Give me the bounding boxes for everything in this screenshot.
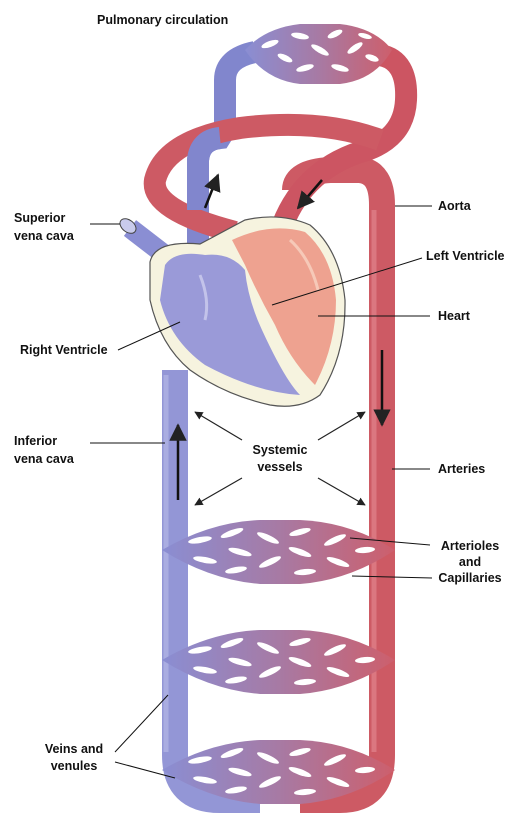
label-systemic-vessels-line2: vessels xyxy=(240,459,320,475)
leader-veins-1 xyxy=(115,695,168,752)
label-pulmonary-circulation: Pulmonary circulation xyxy=(97,12,228,28)
superior-vena-cava-vessel xyxy=(117,216,165,255)
label-arterioles-line2: and xyxy=(430,554,510,570)
inferior-vena-cava-vessel xyxy=(175,370,260,800)
label-right-ventricle: Right Ventricle xyxy=(20,342,108,358)
label-veins-line1: Veins and xyxy=(34,741,114,757)
label-heart: Heart xyxy=(438,308,470,324)
label-superior-vena-cava-line1: Superior xyxy=(14,210,65,226)
capillary-bed-2 xyxy=(162,630,395,694)
label-aorta: Aorta xyxy=(438,198,471,214)
label-arterioles-line1: Arterioles xyxy=(430,538,510,554)
label-arteries: Arteries xyxy=(438,461,485,477)
label-inferior-vena-cava-line2: vena cava xyxy=(14,451,74,467)
label-systemic-vessels-line1: Systemic xyxy=(240,442,320,458)
pulmonary-capillary-bed xyxy=(245,24,392,84)
label-superior-vena-cava-line2: vena cava xyxy=(14,228,74,244)
label-inferior-vena-cava-line1: Inferior xyxy=(14,433,57,449)
capillary-bed-1 xyxy=(162,520,395,584)
label-arterioles-line3: Capillaries xyxy=(430,570,510,586)
label-left-ventricle: Left Ventricle xyxy=(426,248,505,264)
label-veins-line2: venules xyxy=(34,758,114,774)
